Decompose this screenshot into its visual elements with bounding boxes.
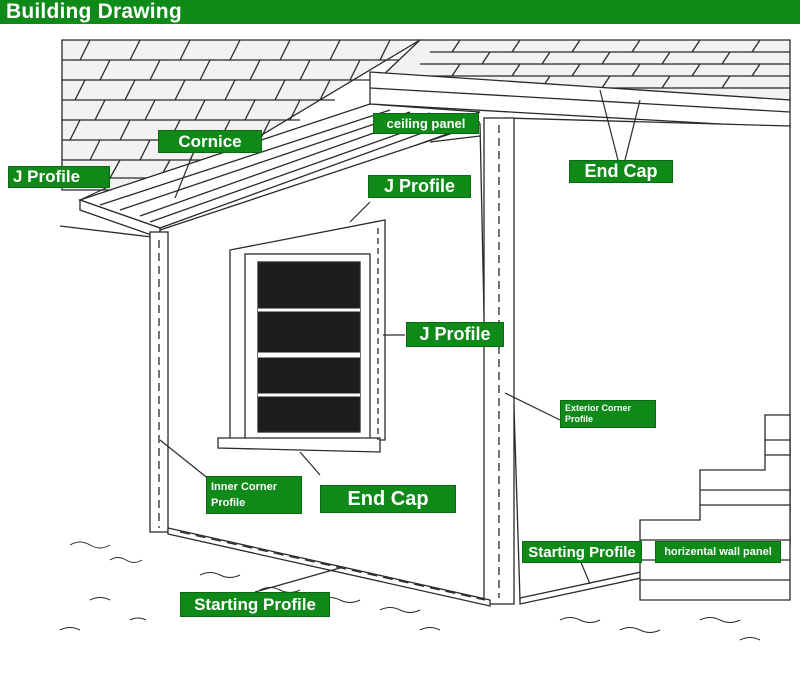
- label-cornice-text: Cornice: [178, 131, 242, 151]
- leader-lines: [79, 89, 641, 593]
- label-starting-profile-right: Starting Profile: [522, 541, 642, 563]
- label-inner-corner-line1: Inner Corner: [211, 481, 278, 493]
- window: [217, 219, 386, 453]
- title-bar: Building Drawing: [0, 0, 800, 24]
- label-j-profile-window-side-text: J Profile: [419, 324, 491, 344]
- label-exterior-corner-profile: Exterior Corner Profile: [560, 400, 656, 428]
- label-exterior-corner-line2: Profile: [565, 414, 594, 424]
- page-title: Building Drawing: [6, 0, 182, 23]
- label-inner-corner-profile: Inner Corner Profile: [206, 476, 302, 514]
- label-j-profile-window-top-text: J Profile: [383, 176, 456, 196]
- exterior-corner-post: [483, 117, 515, 605]
- roof-shingles-right: [378, 39, 791, 101]
- label-inner-corner-line2: Profile: [211, 497, 246, 509]
- ground: [59, 541, 761, 641]
- label-horizontal-wall-panel: horizental wall panel: [655, 541, 781, 563]
- label-starting-profile-left-text: Starting Profile: [194, 594, 316, 614]
- label-exterior-corner-line1: Exterior Corner: [565, 403, 632, 413]
- label-j-profile-left: J Profile: [8, 166, 110, 188]
- label-starting-profile-left: Starting Profile: [180, 592, 330, 617]
- label-ceiling-panel-text: ceiling panel: [386, 116, 466, 131]
- label-horizontal-wall-panel-text: horizental wall panel: [664, 546, 772, 558]
- label-cornice: Cornice: [158, 130, 262, 153]
- label-end-cap-eave: End Cap: [569, 160, 673, 183]
- label-end-cap-eave-text: End Cap: [584, 161, 658, 181]
- label-j-profile-window-top: J Profile: [368, 175, 471, 198]
- label-ceiling-panel: ceiling panel: [373, 113, 479, 134]
- label-starting-profile-right-text: Starting Profile: [528, 543, 636, 561]
- label-j-profile-window-side: J Profile: [406, 322, 504, 347]
- label-j-profile-left-text: J Profile: [13, 167, 81, 186]
- inner-corner-post: [149, 231, 169, 533]
- label-end-cap-sill-text: End Cap: [347, 487, 429, 510]
- label-end-cap-sill: End Cap: [320, 485, 456, 513]
